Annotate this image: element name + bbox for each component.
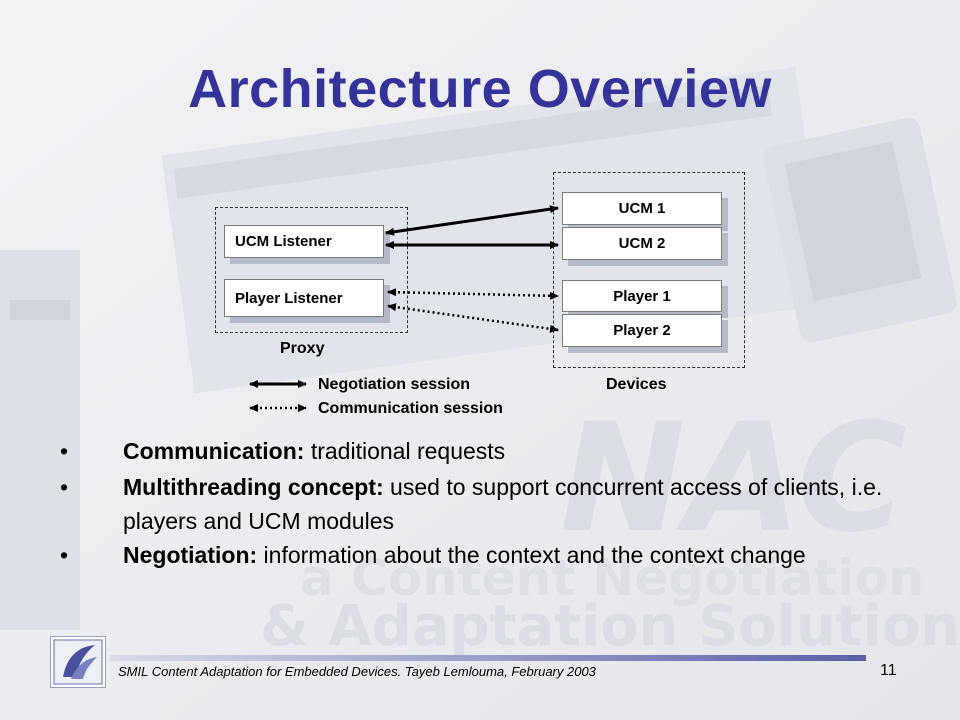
page-number: 11 bbox=[880, 662, 897, 679]
arrow-playerlistener-player2 bbox=[387, 303, 559, 333]
player1-box: Player 1 bbox=[562, 280, 722, 312]
ucm1-box: UCM 1 bbox=[562, 192, 722, 225]
bullet-term: Multithreading concept: bbox=[123, 474, 384, 500]
bullet-text: traditional requests bbox=[304, 438, 506, 464]
bullet-item: • Communication: traditional requests bbox=[56, 436, 916, 466]
bullet-text: information about the context and the co… bbox=[257, 542, 806, 568]
bullet-text: used to support concurrent access of cli… bbox=[123, 474, 883, 534]
logo-icon bbox=[50, 636, 106, 688]
player-listener-box: Player Listener bbox=[224, 279, 384, 317]
watermark-line2: & Adaptation Solution bbox=[260, 594, 960, 659]
bullet-item: • Negotiation: information about the con… bbox=[56, 542, 916, 568]
bullet-marker: • bbox=[60, 438, 69, 464]
legend-negotiation-label: Negotiation session bbox=[318, 376, 471, 393]
page-title: Architecture Overview bbox=[188, 59, 772, 119]
player2-box: Player 2 bbox=[562, 314, 722, 347]
devices-container bbox=[553, 172, 745, 368]
bullet-marker: • bbox=[60, 474, 69, 500]
arrow-playerlistener-player1 bbox=[387, 288, 559, 300]
legend-communication-label: Communication session bbox=[318, 400, 503, 417]
ucm-listener-box: UCM Listener bbox=[224, 225, 384, 258]
devices-label: Devices bbox=[606, 376, 667, 393]
watermark-big-letters: NAC bbox=[560, 392, 907, 566]
arrow-ucmlistener-ucm1 bbox=[385, 205, 559, 236]
footer-divider bbox=[110, 655, 866, 661]
footer-citation: SMIL Content Adaptation for Embedded Dev… bbox=[118, 664, 596, 679]
proxy-container bbox=[215, 207, 408, 333]
bullet-list: • Communication: traditional requests • … bbox=[56, 436, 916, 572]
watermark-line1: a Content Negotiation bbox=[300, 549, 924, 607]
bullet-marker: • bbox=[60, 542, 69, 568]
bullet-item: • Multithreading concept: used to suppor… bbox=[56, 470, 916, 538]
ucm2-box: UCM 2 bbox=[562, 227, 722, 260]
proxy-label: Proxy bbox=[280, 340, 325, 357]
bullet-term: Negotiation: bbox=[123, 542, 258, 568]
bullet-term: Communication: bbox=[123, 438, 305, 464]
